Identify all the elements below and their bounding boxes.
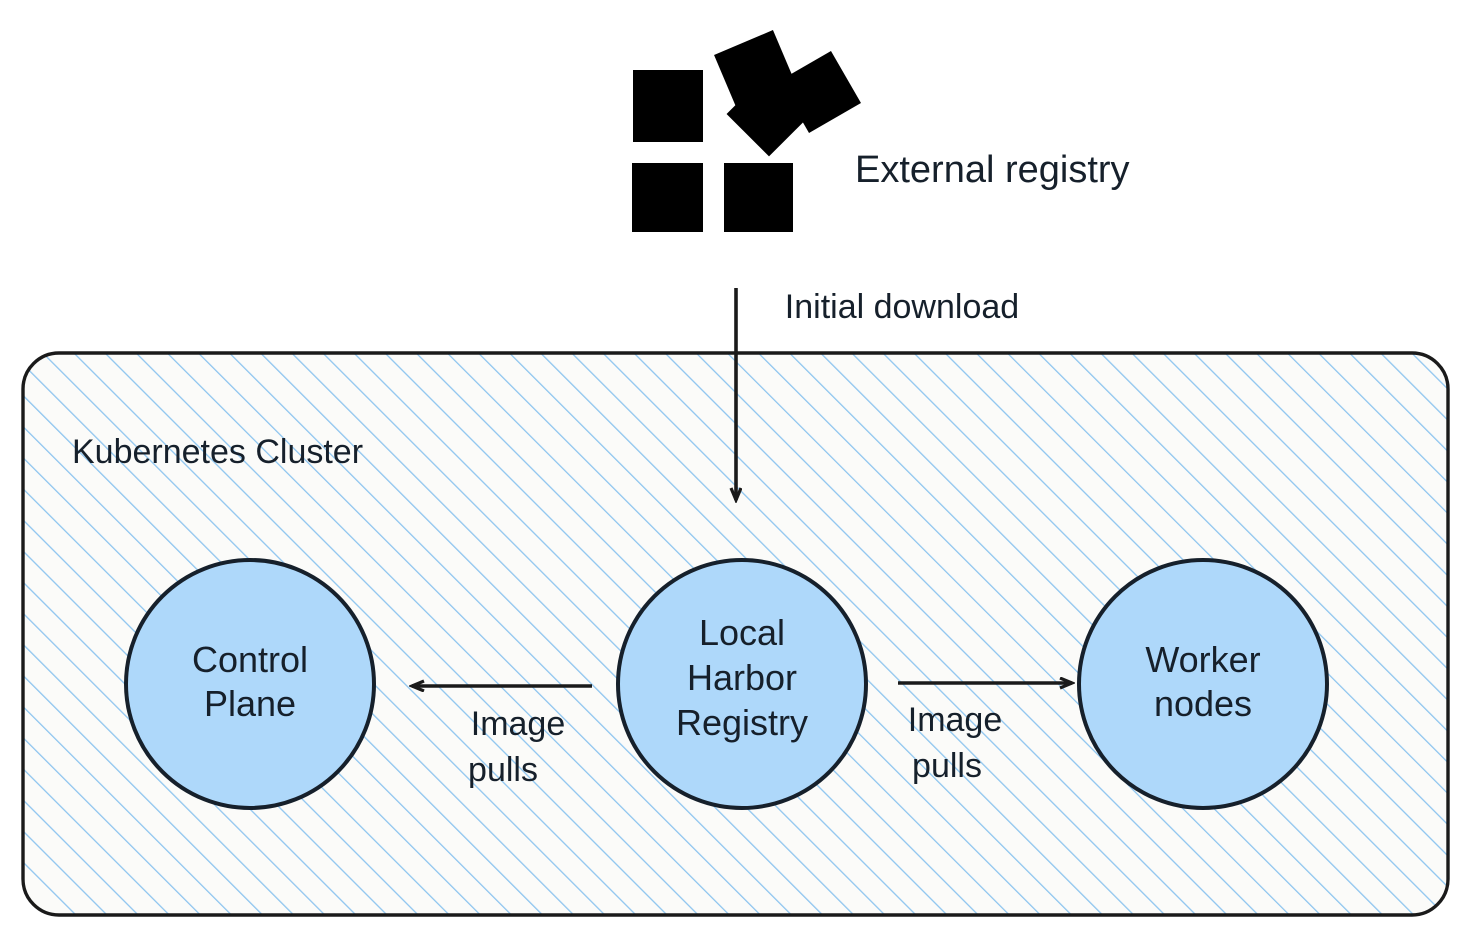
node-local-harbor-registry[interactable]: Local Harbor Registry <box>616 558 868 810</box>
initial-download-label: Initial download <box>785 288 1019 326</box>
image-pulls-right-label-line1: Image <box>908 701 1003 739</box>
worker-nodes-label-line1: Worker <box>1145 639 1260 680</box>
image-pulls-left-label-line2: pulls <box>468 751 538 789</box>
image-pulls-left-label-line1: Image <box>471 705 566 743</box>
worker-nodes-circle[interactable] <box>1077 558 1329 810</box>
edge-image-pulls-left: Image pulls <box>412 686 592 789</box>
container-registry-icon <box>632 30 861 232</box>
control-plane-label-line2: Plane <box>204 683 296 724</box>
edge-image-pulls-right: Image pulls <box>898 683 1072 785</box>
local-harbor-registry-label-line3: Registry <box>676 702 808 743</box>
node-control-plane[interactable]: Control Plane <box>124 558 376 810</box>
external-registry-label: External registry <box>855 149 1130 191</box>
image-pulls-right-label-line2: pulls <box>912 747 982 785</box>
edge-initial-download: Initial download <box>736 288 1019 500</box>
node-worker-nodes[interactable]: Worker nodes <box>1077 558 1329 810</box>
local-harbor-registry-circle[interactable] <box>616 558 868 810</box>
control-plane-label-line1: Control <box>192 639 308 680</box>
local-harbor-registry-label-line1: Local <box>699 612 785 653</box>
cluster-label: Kubernetes Cluster <box>72 433 363 471</box>
control-plane-circle[interactable] <box>124 558 376 810</box>
local-harbor-registry-label-line2: Harbor <box>687 657 797 698</box>
worker-nodes-label-line2: nodes <box>1154 683 1252 724</box>
